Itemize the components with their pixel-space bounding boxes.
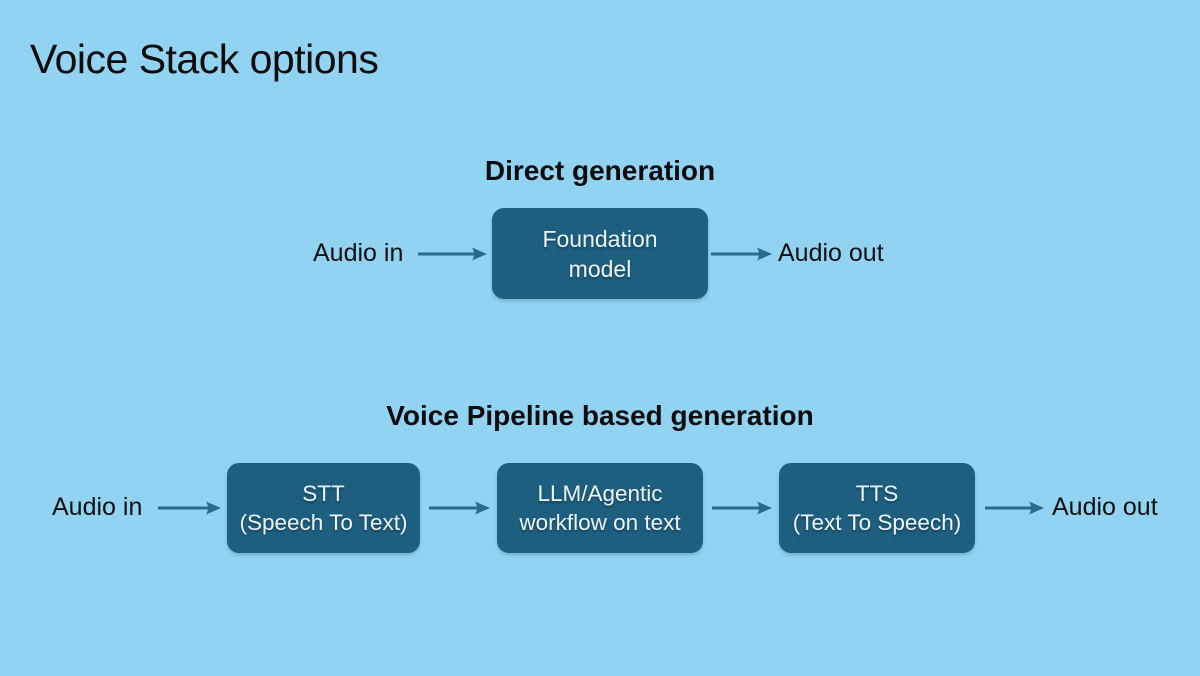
page-title: Voice Stack options: [30, 36, 379, 82]
node-label-line: model: [568, 255, 632, 282]
direct-generation-heading: Direct generation: [484, 155, 716, 186]
node-label-line: (Speech To Text): [239, 510, 408, 535]
node-label-line: (Text To Speech): [792, 510, 962, 535]
direct-audio-out-label: Audio out: [778, 239, 884, 267]
node-label-line: Foundation: [542, 225, 658, 252]
llm-agentic-node: LLM/Agentic workflow on text: [497, 463, 703, 553]
stt-node: STT (Speech To Text): [227, 463, 420, 553]
arrow-icon: [429, 501, 490, 515]
voice-pipeline-heading: Voice Pipeline based generation: [386, 400, 814, 431]
pipeline-audio-out-label: Audio out: [1052, 493, 1158, 521]
node-label-line: workflow on text: [519, 510, 681, 535]
node-label-line: LLM/Agentic: [537, 481, 663, 506]
arrow-icon: [158, 501, 221, 515]
node-label-line: STT: [302, 481, 345, 506]
pipeline-audio-in-label: Audio in: [52, 493, 143, 521]
arrow-icon: [712, 501, 772, 515]
direct-audio-in-label: Audio in: [313, 239, 404, 267]
foundation-model-node: Foundation model: [492, 208, 708, 299]
arrow-icon: [711, 247, 772, 261]
tts-node: TTS (Text To Speech): [779, 463, 975, 553]
node-label-line: TTS: [855, 481, 899, 506]
arrow-icon: [985, 501, 1044, 515]
arrow-icon: [418, 247, 487, 261]
